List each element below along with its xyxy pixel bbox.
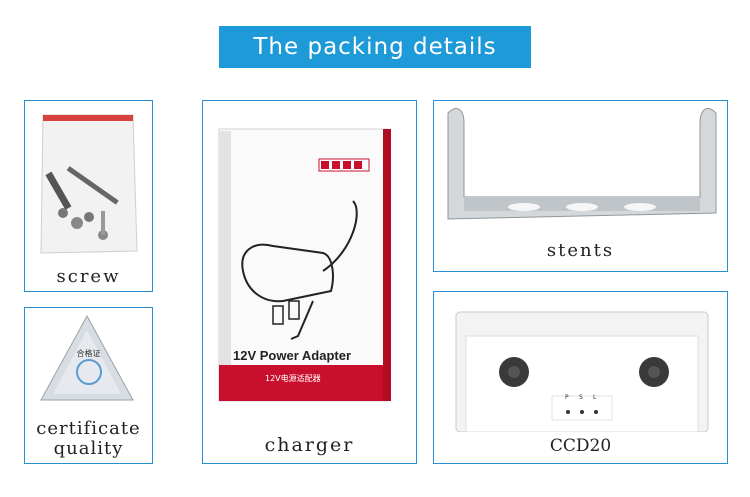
- adapter-box-label: 12V Power Adapter: [233, 348, 352, 363]
- screw-caption: screw: [56, 266, 121, 287]
- certificate-panel: 合格证 certificate quality: [24, 307, 153, 464]
- certificate-tag-image: [40, 314, 134, 401]
- indicator-label-l: L: [593, 394, 597, 401]
- ccd20-panel: P S L CCD20: [433, 291, 728, 464]
- certificate-caption-line1: certificate: [36, 418, 141, 439]
- certificate-tag-heading: 合格证: [76, 349, 101, 358]
- stents-caption: stents: [546, 240, 615, 261]
- certificate-caption-line2: quality: [53, 438, 124, 459]
- adapter-box-image: [218, 128, 391, 402]
- ccd20-caption: CCD20: [549, 436, 612, 456]
- screw-bag-image: [40, 114, 138, 254]
- charger-panel: 12V Power Adapter 12V电源适配器 charger: [202, 100, 417, 464]
- ccd20-device-image: [455, 311, 709, 432]
- screw-panel: screw: [24, 100, 153, 292]
- stents-panel: stents: [433, 100, 728, 272]
- page-title: The packing details: [253, 34, 497, 60]
- adapter-box-sublabel: 12V电源适配器: [265, 374, 321, 383]
- charger-caption: charger: [264, 434, 355, 456]
- page-title-banner: The packing details: [219, 26, 531, 68]
- indicator-label-s: S: [579, 394, 583, 401]
- indicator-label-p: P: [565, 394, 569, 401]
- stent-bracket-image: [447, 108, 717, 220]
